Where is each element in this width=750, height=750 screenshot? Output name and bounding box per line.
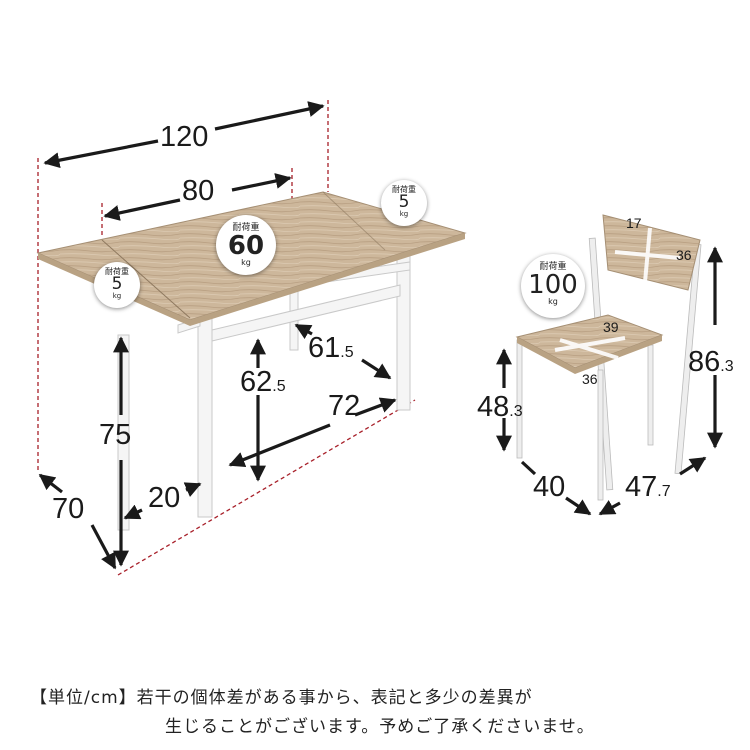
table-frame bbox=[117, 254, 411, 531]
dim-chair-depth: 47.7 bbox=[625, 473, 671, 502]
dim-chair-depth-dec: .7 bbox=[657, 483, 671, 500]
dim-chair-height: 86.3 bbox=[688, 348, 734, 377]
dimension-arrows bbox=[38, 101, 723, 570]
dim-inner-depth: 61.5 bbox=[308, 334, 354, 363]
load-badge-left-leaf: 耐荷重 5 kg bbox=[94, 262, 140, 308]
dim-leaf-width: 20 bbox=[148, 482, 181, 514]
dim-table-depth: 70 bbox=[52, 493, 85, 525]
load-badge-unit: kg bbox=[548, 297, 558, 306]
load-badge-label: 耐荷重 bbox=[232, 223, 260, 233]
load-badge-value: 5 bbox=[111, 274, 123, 294]
chair-illustration bbox=[515, 214, 702, 501]
load-badge-center: 耐荷重 60 kg bbox=[216, 215, 276, 275]
dim-folded-width: 80 bbox=[182, 175, 215, 207]
dim-inner-height-dec: .5 bbox=[272, 378, 286, 395]
dim-back-side: 36 bbox=[676, 247, 692, 263]
load-badge-unit: kg bbox=[399, 210, 409, 218]
load-badge-unit: kg bbox=[241, 258, 251, 267]
unit-note-line1: 【単位/cm】若干の個体差がある事から、表記と多少の差異が bbox=[30, 688, 533, 708]
dim-chair-width: 40 bbox=[533, 471, 566, 503]
load-badge-value: 5 bbox=[398, 192, 410, 212]
dim-chair-height-int: 86 bbox=[688, 346, 721, 378]
dim-seat-height-dec: .3 bbox=[509, 403, 523, 420]
load-badge-value: 60 bbox=[227, 231, 265, 261]
dim-seat-height-int: 48 bbox=[477, 391, 510, 423]
dim-chair-height-dec: .3 bbox=[720, 358, 734, 375]
load-badge-label: 耐荷重 bbox=[105, 267, 129, 276]
dim-seat-height: 48.3 bbox=[477, 393, 523, 422]
dim-inner-depth-dec: .5 bbox=[340, 344, 354, 361]
load-badge-label: 耐荷重 bbox=[539, 262, 567, 272]
load-badge-right-leaf: 耐荷重 5 kg bbox=[381, 180, 427, 226]
dim-seat-width: 39 bbox=[603, 319, 619, 335]
dashed-guides bbox=[37, 100, 416, 576]
dim-inner-depth-int: 61 bbox=[308, 332, 341, 364]
load-badge-chair: 耐荷重 100 kg bbox=[521, 254, 585, 318]
unit-note-line2: 生じることがございます。予めご了承くださいませ。 bbox=[165, 717, 595, 737]
dim-seat-depth: 36 bbox=[582, 371, 598, 387]
dim-inner-height: 62.5 bbox=[240, 368, 286, 397]
load-badge-label: 耐荷重 bbox=[392, 185, 416, 194]
load-badge-unit: kg bbox=[112, 292, 122, 300]
load-badge-value: 100 bbox=[528, 270, 578, 300]
dim-table-height: 75 bbox=[99, 419, 132, 451]
dim-back-top: 17 bbox=[626, 215, 642, 231]
dim-total-width: 120 bbox=[160, 121, 209, 153]
dim-inner-width: 72 bbox=[328, 390, 361, 422]
dim-chair-depth-int: 47 bbox=[625, 471, 658, 503]
dim-inner-height-int: 62 bbox=[240, 366, 273, 398]
